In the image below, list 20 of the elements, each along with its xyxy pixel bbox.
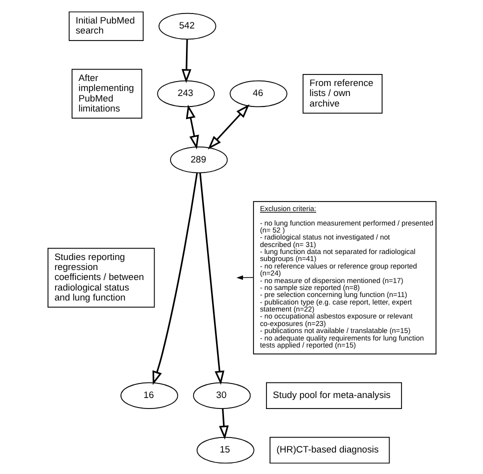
- node-ellipse: 30: [192, 382, 250, 408]
- node-ellipse: 16: [120, 382, 178, 408]
- arrow: [198, 172, 224, 384]
- node-box: Studies reporting regression coefficients / between radiological status and lung function: [47, 247, 154, 308]
- node-ellipse: 542: [158, 12, 216, 40]
- node-box: From reference lists / own archive: [302, 73, 382, 114]
- arrow: [185, 104, 198, 149]
- node-ellipse: 15: [196, 436, 254, 464]
- node-box: Initial PubMed search: [68, 10, 144, 41]
- arrow: [218, 408, 228, 440]
- node-box: (HR)CT-based diagnosis: [269, 436, 390, 464]
- arrow: [181, 38, 191, 83]
- arrow: [236, 274, 254, 280]
- arrow: [152, 172, 198, 385]
- node-box: Study pool for meta-analysis: [266, 382, 402, 408]
- arrow: [207, 104, 249, 149]
- node-ellipse: 243: [156, 80, 214, 107]
- node-ellipse: 289: [170, 146, 228, 173]
- node-ellipse: 46: [229, 80, 287, 107]
- node-box: After implementing PubMed limitations: [71, 68, 142, 118]
